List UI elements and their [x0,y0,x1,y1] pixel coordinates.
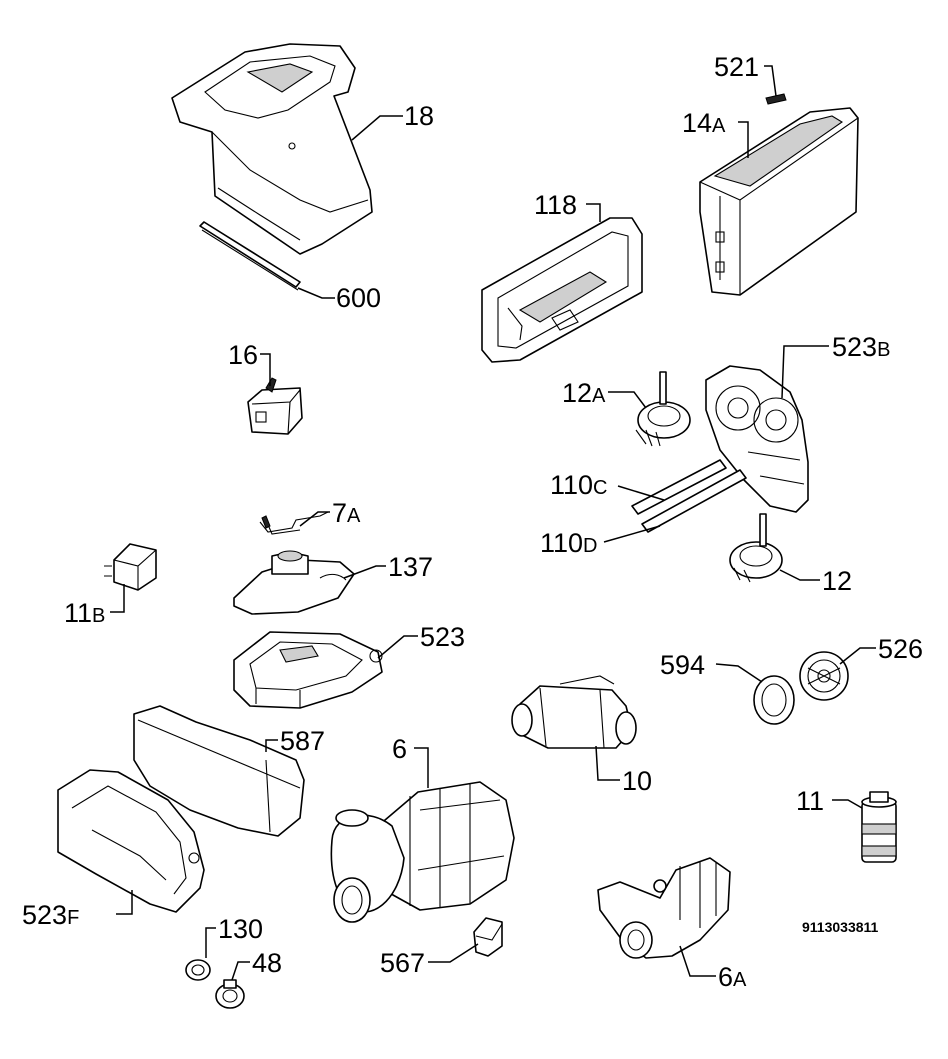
label-521: 521 [714,52,759,82]
part-587-cover [133,705,305,837]
label-48: 48 [252,948,282,978]
label-110d: 110D [540,528,598,558]
leader-18 [351,115,403,141]
leader-48 [231,961,250,981]
part-521-block [765,93,787,105]
leader-10 [595,745,620,781]
part-48-plug [215,979,245,1009]
part-523-tray [233,631,383,709]
label-6: 6 [392,734,407,764]
leader-594 [715,663,763,683]
label-10: 10 [622,766,652,796]
part-523b-block [705,365,809,513]
label-526: 526 [878,634,923,664]
leader-110c [617,485,665,501]
part-130-seal [185,959,211,981]
label-16: 16 [228,340,258,370]
leader-521 [764,65,777,97]
leader-523b [781,345,829,399]
label-12a: 12A [562,378,606,408]
diagram-code: 9113033811 [802,919,879,935]
label-11b: 11B [64,598,105,628]
leader-523 [377,635,418,659]
label-130: 130 [218,914,263,944]
part-11b-relay [104,543,157,591]
part-523f-bracket [57,769,205,913]
part-16-switch [247,377,303,435]
leader-137 [343,565,386,579]
part-526-cap [799,651,849,701]
part-12a-pressure-switch [635,371,691,447]
label-567: 567 [380,948,425,978]
label-594: 594 [660,650,705,680]
leader-12a [608,391,647,409]
label-523: 523 [420,622,465,652]
leader-110d [603,525,661,543]
leader-130 [205,927,216,958]
leader-11b [110,584,125,613]
leader-14a [738,121,749,158]
leader-11 [832,799,863,809]
part-567-clip [473,917,503,957]
part-14a-module [699,107,859,296]
part-12-pressure-switch [729,513,783,583]
part-6-motor [330,781,515,923]
label-587: 587 [280,726,325,756]
leader-567 [428,943,479,963]
label-110c: 110C [550,470,608,500]
part-18-duct [171,43,373,255]
part-118-frame [481,217,643,363]
label-7a: 7A [332,498,361,528]
label-6a: 6A [718,962,747,992]
leader-12 [779,569,820,581]
label-11: 11 [796,786,824,816]
leader-7a [299,511,330,527]
leader-6 [414,747,429,788]
leader-16 [260,353,271,386]
leader-118 [586,203,601,222]
part-labels: 18 600 521 14A 118 16 523B 12A 110C 110D… [22,52,923,992]
part-600-strip [199,221,301,291]
part-11-capacitor [861,791,897,863]
label-523f: 523F [22,900,79,930]
leader-6a [679,945,716,977]
leader-526 [839,647,876,665]
label-600: 600 [336,283,381,313]
part-6a-drain-pump [597,857,731,959]
leader-523f [116,890,133,915]
label-12: 12 [822,566,852,596]
leader-600 [297,287,335,299]
label-137: 137 [388,552,433,582]
label-523b: 523B [832,332,890,362]
label-14a: 14A [682,108,726,138]
part-10-heater [511,675,637,749]
label-18: 18 [404,101,434,131]
part-594-ring [753,675,795,725]
leader-587 [265,739,278,752]
part-7a-clip [259,511,329,535]
part-110c-tube [631,459,727,515]
part-137-lid [233,550,355,615]
leader-lines [110,65,876,981]
label-118: 118 [534,190,577,220]
